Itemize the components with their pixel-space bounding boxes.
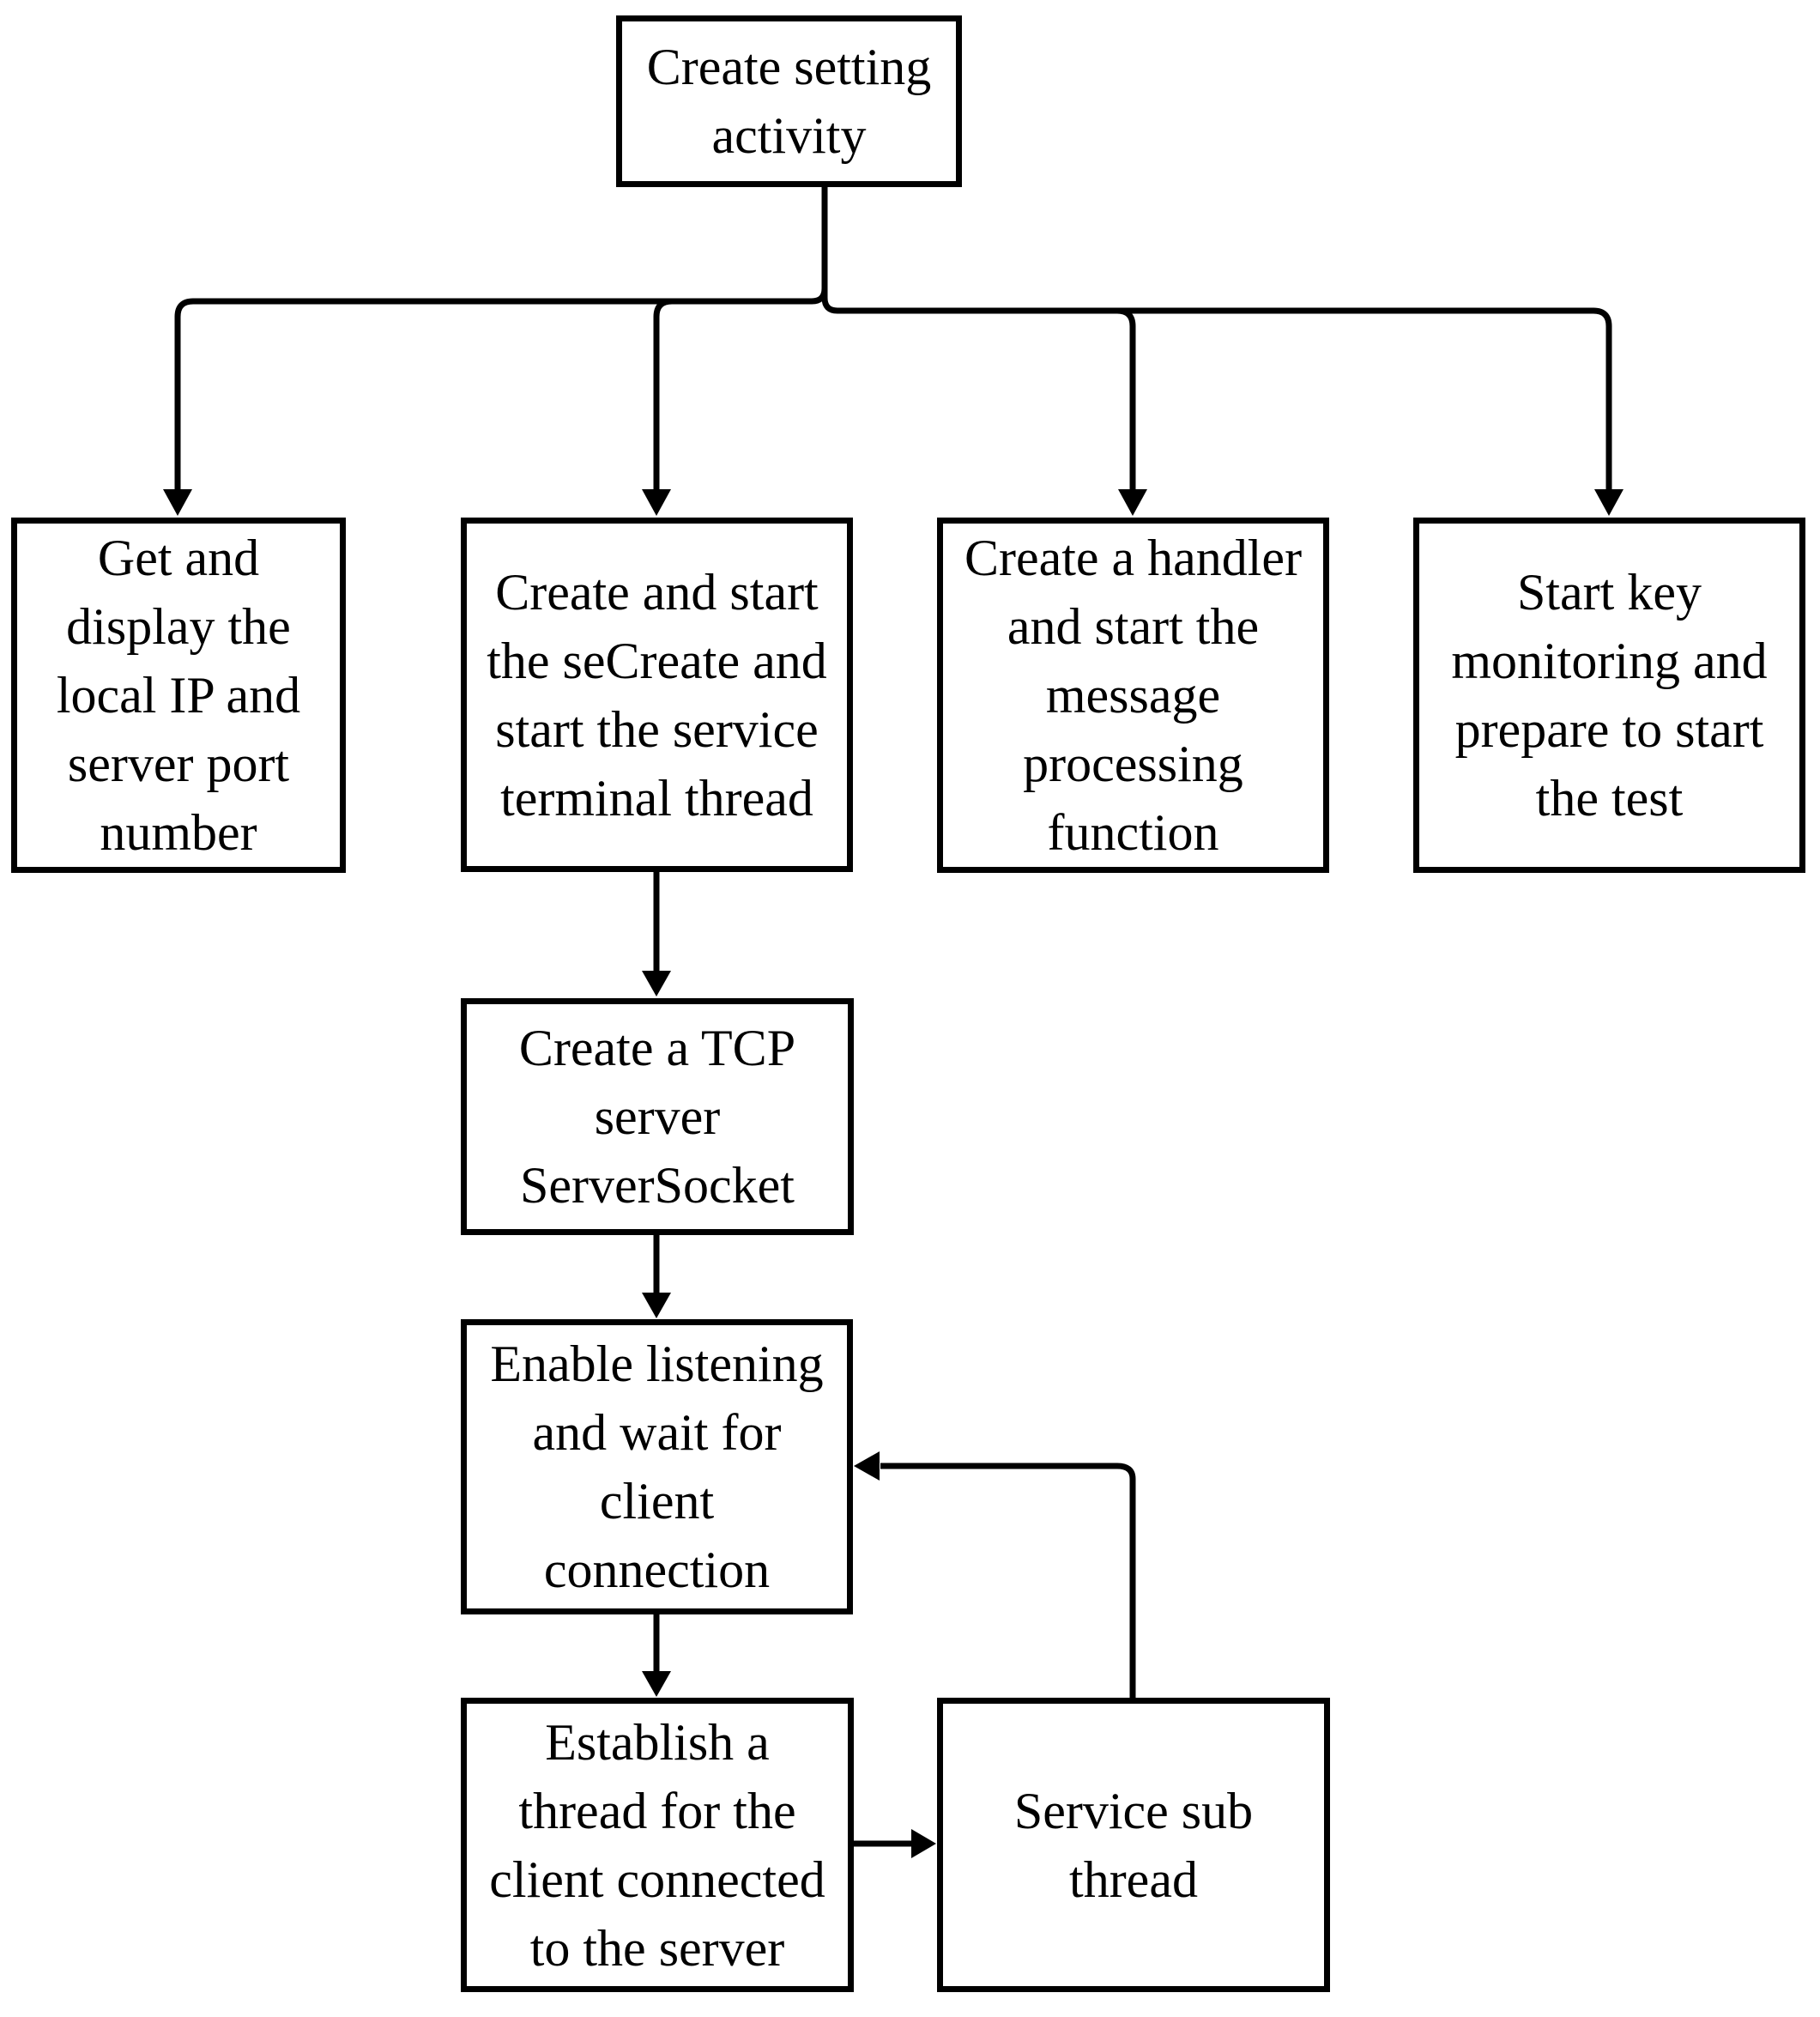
node-label: Create and start the seCreate and start … [487,563,827,827]
node-label: Service sub thread [1013,1782,1254,1908]
connector-establish-to-service-thread [854,1829,936,1858]
node-label: Create a TCP server ServerSocket [518,1020,796,1214]
arrowhead-down-icon [642,489,671,516]
node-create-setting-activity: Create setting activity [616,15,962,187]
arrowhead-down-icon [1118,489,1147,516]
node-service-sub-thread: Service sub thread [937,1698,1330,1992]
node-label: Get and display the local IP and server … [56,530,301,861]
node-label: Create setting activity [646,39,932,164]
node-create-handler: Create a handler and start the message p… [937,518,1329,873]
connector-listen-to-establish [642,1614,671,1697]
arrowhead-down-icon [642,971,671,996]
node-establish-client-thread: Establish a thread for the client connec… [461,1698,854,1992]
node-label: Create a handler and start the message p… [964,530,1303,861]
connector-activity-to-create-service [642,298,673,516]
arrowhead-down-icon [1594,489,1623,516]
arrowhead-down-icon [642,1671,671,1697]
arrowhead-right-icon [911,1829,936,1858]
node-start-key-monitoring: Start key monitoring and prepare to star… [1413,518,1805,873]
node-enable-listening: Enable listening and wait for client con… [461,1319,853,1614]
arrowhead-down-icon [642,1293,671,1318]
node-label: Establish a thread for the client connec… [489,1713,825,1977]
node-create-tcp-server: Create a TCP server ServerSocket [461,998,854,1235]
connector-activity-to-handler [1116,307,1147,516]
connector-activity-to-get-ip [163,186,828,516]
connector-tcp-to-listen [642,1234,671,1318]
connector-service-to-tcp [642,871,671,996]
node-label: Start key monitoring and prepare to star… [1451,564,1768,827]
node-create-start-service-thread: Create and start the seCreate and start … [461,518,853,872]
arrowhead-down-icon [163,489,192,516]
node-label: Enable listening and wait for client con… [490,1336,824,1598]
arrowhead-left-icon [854,1451,880,1481]
node-get-display-ip: Get and display the local IP and server … [11,518,346,873]
connector-activity-to-key-monitoring [821,186,1623,516]
connector-service-thread-to-listen-loop [854,1451,1136,1698]
